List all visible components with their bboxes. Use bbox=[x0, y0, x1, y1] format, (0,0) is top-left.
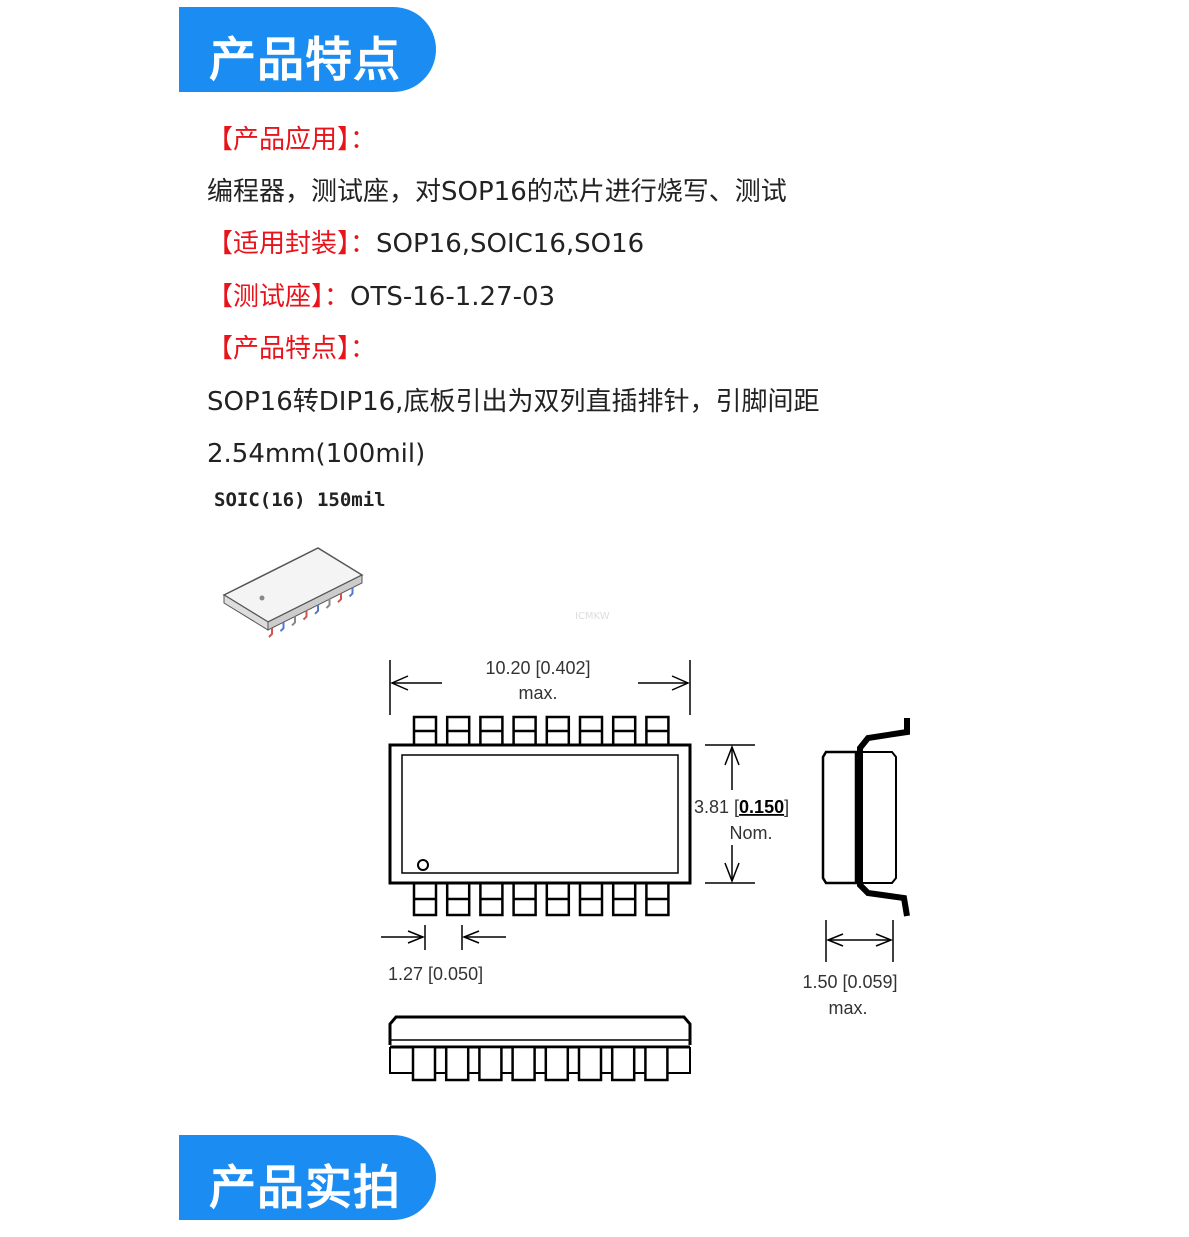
length-note: max. bbox=[518, 683, 557, 703]
chip-leg bbox=[325, 599, 331, 609]
width-note: Nom. bbox=[729, 823, 772, 843]
pin-end bbox=[411, 1045, 437, 1082]
watermark: ICMKW bbox=[575, 611, 610, 622]
socket-label: 【测试座】： bbox=[207, 282, 351, 312]
top-view bbox=[388, 715, 692, 917]
socket-row: 【测试座】：OTS-16-1.27-03 bbox=[207, 280, 555, 314]
pin-end bbox=[444, 1045, 470, 1082]
end-view bbox=[388, 1015, 692, 1082]
chip-leg bbox=[302, 610, 308, 621]
features-text-1: SOP16转DIP16,底板引出为双列直插排针，引脚间距 bbox=[207, 387, 820, 417]
package-value: SOP16,SOIC16,SO16 bbox=[376, 229, 645, 259]
width-inch: 0.150 bbox=[739, 797, 784, 817]
chip-leg bbox=[279, 622, 285, 632]
socket-value: OTS-16-1.27-03 bbox=[350, 282, 556, 312]
chip-leg bbox=[314, 604, 319, 615]
chip-leg bbox=[337, 593, 342, 603]
width-mm: 3.81 [ bbox=[694, 797, 739, 817]
chip-leg bbox=[268, 628, 273, 638]
pitch-dimension: 1.27 [0.050] bbox=[388, 964, 483, 984]
chip-leg bbox=[291, 616, 296, 627]
pin-end bbox=[577, 1045, 603, 1082]
package-label: 【适用封装】： bbox=[207, 229, 377, 259]
photos-banner-title: 产品实拍 bbox=[209, 1161, 401, 1216]
pin-end bbox=[511, 1045, 536, 1082]
pin-end bbox=[478, 1045, 503, 1082]
application-text: 编程器，测试座，对SOP16的芯片进行烧写、测试 bbox=[207, 177, 787, 207]
width-dimension: 3.81 [0.150] bbox=[694, 797, 789, 817]
chip-3d-illustration bbox=[222, 547, 364, 638]
pin-end bbox=[610, 1045, 636, 1082]
dimension-lines bbox=[381, 660, 894, 962]
pin-end bbox=[644, 1045, 669, 1082]
height-dimension: 1.50 [0.059] bbox=[802, 972, 897, 992]
length-dimension: 10.20 [0.402] bbox=[485, 658, 590, 678]
pin-end bbox=[544, 1045, 570, 1082]
features-banner: 产品特点 bbox=[179, 7, 436, 92]
side-view bbox=[821, 718, 910, 917]
photos-banner: 产品实拍 bbox=[179, 1135, 436, 1220]
package-row: 【适用封装】：SOP16,SOIC16,SO16 bbox=[207, 227, 644, 261]
application-label: 【产品应用】： bbox=[207, 125, 377, 155]
chip-leg bbox=[348, 587, 354, 598]
features-text-2: 2.54mm(100mil) bbox=[207, 439, 426, 469]
diagram-title: SOIC(16) 150mil bbox=[214, 489, 386, 511]
features-banner-title: 产品特点 bbox=[209, 33, 401, 88]
width-bracket: ] bbox=[784, 797, 789, 817]
height-note: max. bbox=[828, 998, 867, 1018]
features-label: 【产品特点】： bbox=[207, 334, 377, 364]
